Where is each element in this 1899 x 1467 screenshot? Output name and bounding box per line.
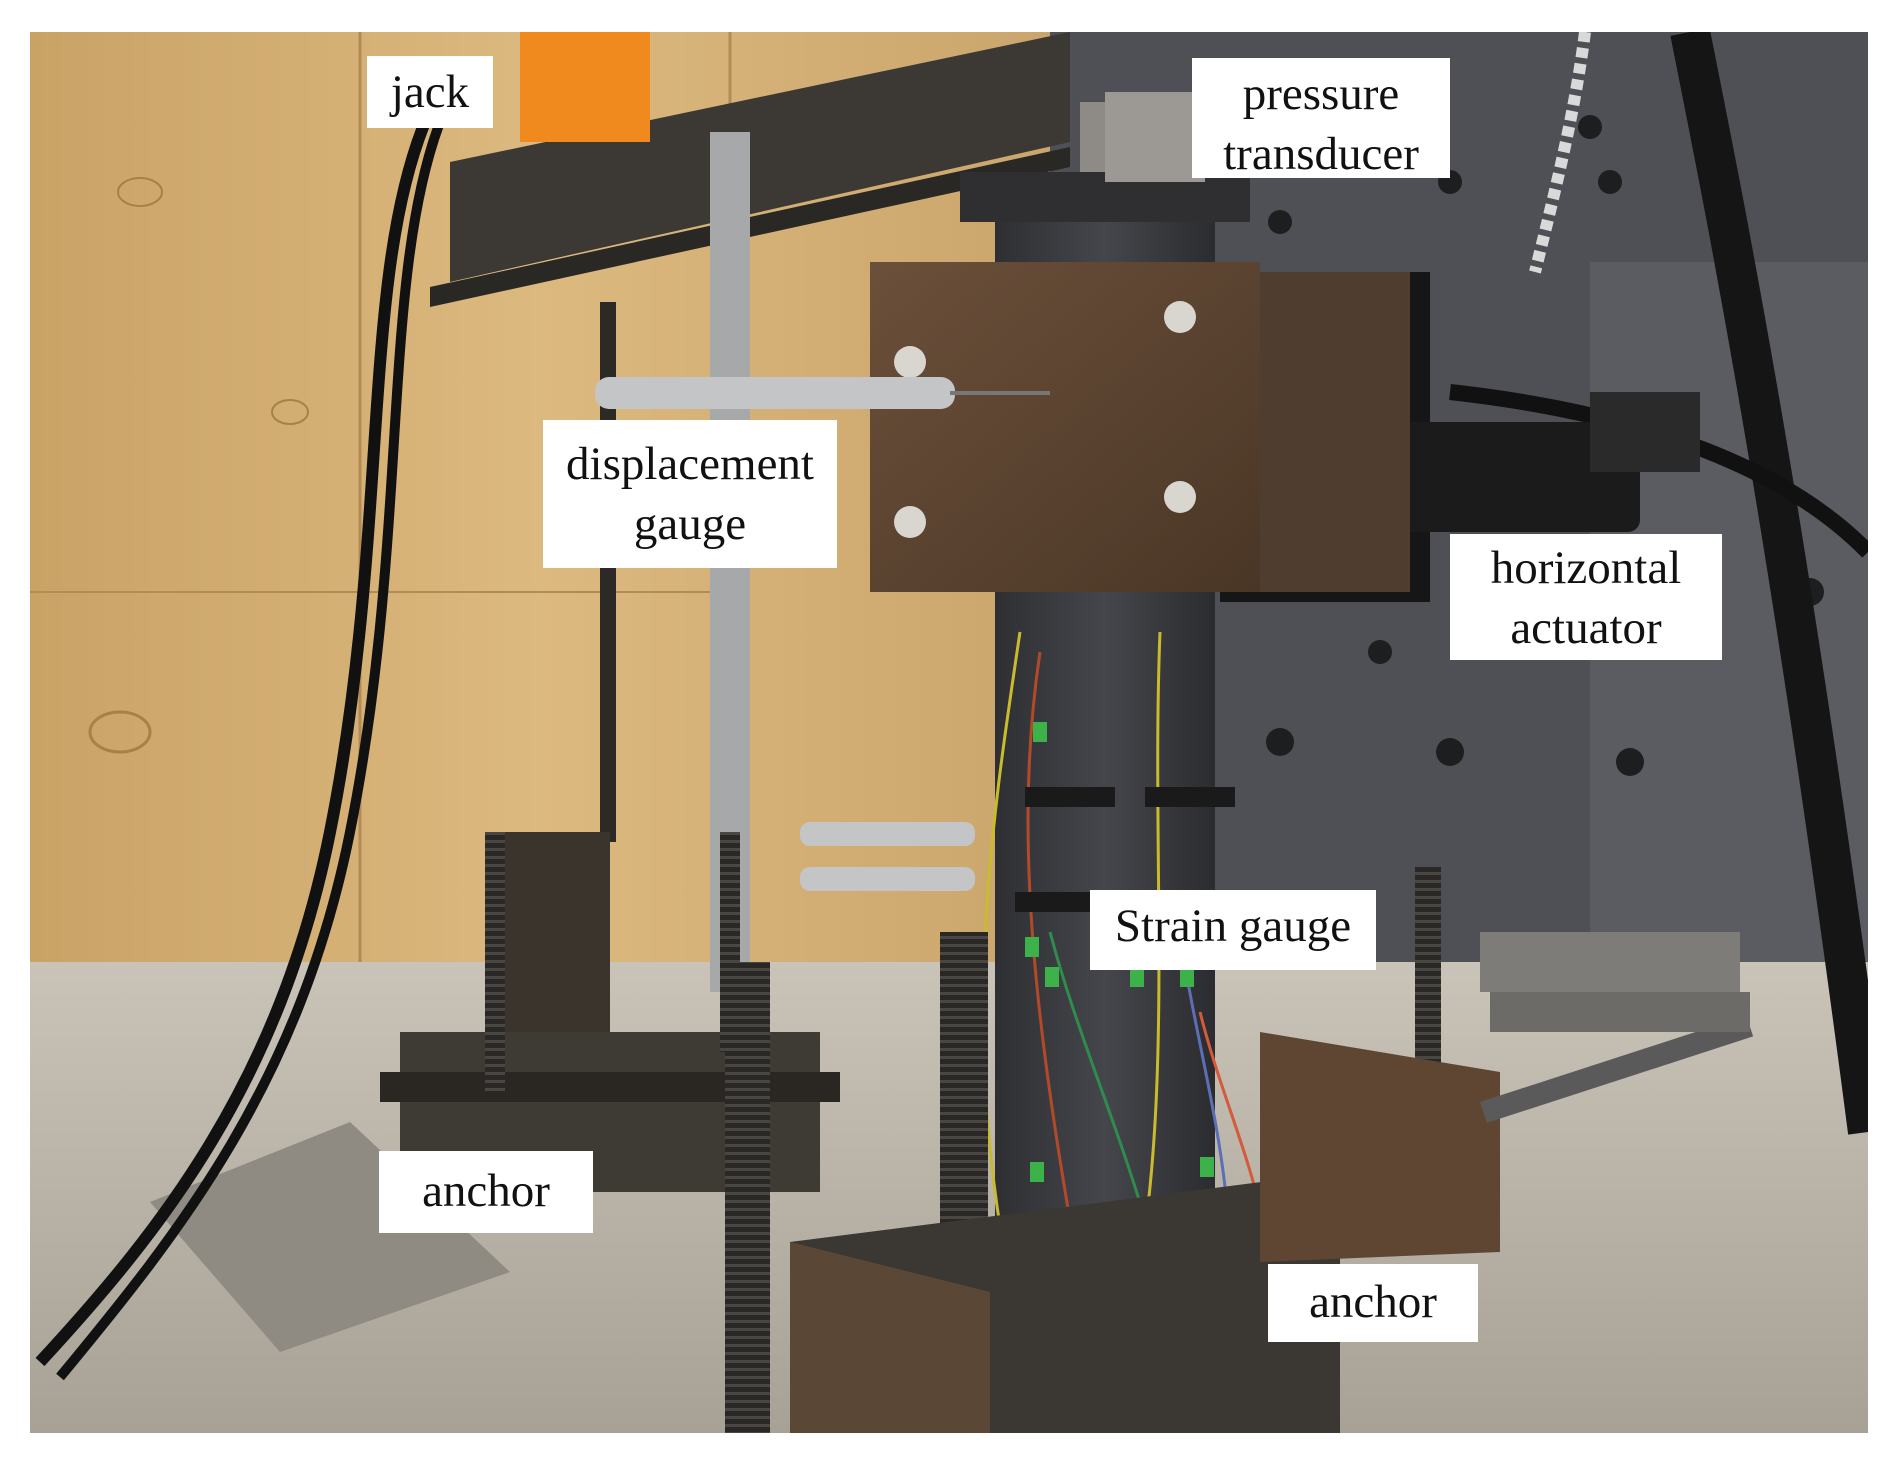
loading-plate xyxy=(870,262,1410,592)
base-gusset xyxy=(790,1242,990,1433)
label-horizontal-actuator: horizontal actuator xyxy=(1450,534,1722,660)
label-horizontal-line1: horizontal xyxy=(1490,542,1682,594)
label-anchor-right-text: anchor xyxy=(1309,1276,1437,1328)
column-bolts xyxy=(1015,787,1235,912)
anchor-block-right xyxy=(1260,867,1754,1262)
pressure-transducer-body xyxy=(1105,92,1205,182)
label-jack-text: jack xyxy=(390,66,470,118)
label-strain-gauge: Strain gauge xyxy=(1090,890,1376,970)
anchor-rod-front-1 xyxy=(725,962,770,1433)
label-jack: jack xyxy=(367,56,493,128)
label-displacement-gauge: displacement gauge xyxy=(543,420,837,568)
jack-hydraulic-hose xyxy=(35,119,431,1367)
label-pressure-line1: pressure xyxy=(1242,68,1400,120)
label-anchor-right: anchor xyxy=(1268,1264,1478,1342)
label-horizontal-line2: actuator xyxy=(1510,602,1662,654)
label-pressure-transducer: pressure transducer xyxy=(1192,58,1450,180)
floor-plate xyxy=(150,1122,510,1352)
label-strain-text: Strain gauge xyxy=(1114,900,1352,952)
displacement-gauge-lower-1 xyxy=(800,822,975,846)
test-setup-photo xyxy=(30,32,1868,1433)
hanging-chain xyxy=(1529,32,1591,274)
label-displacement-line1: displacement xyxy=(566,438,814,490)
label-pressure-line2: transducer xyxy=(1223,128,1419,180)
steel-plate-stack xyxy=(1480,932,1750,1032)
displacement-gauge-top xyxy=(595,377,1050,409)
label-anchor-left: anchor xyxy=(379,1151,593,1233)
label-displacement-line2: gauge xyxy=(633,498,747,550)
displacement-gauge-lower-2 xyxy=(800,867,975,891)
jack-hydraulic-hose-2 xyxy=(56,120,445,1381)
actuator-hydraulic-hose xyxy=(1670,32,1868,1135)
label-anchor-left-text: anchor xyxy=(422,1165,550,1217)
strain-gauge-clips xyxy=(1025,722,1214,1182)
